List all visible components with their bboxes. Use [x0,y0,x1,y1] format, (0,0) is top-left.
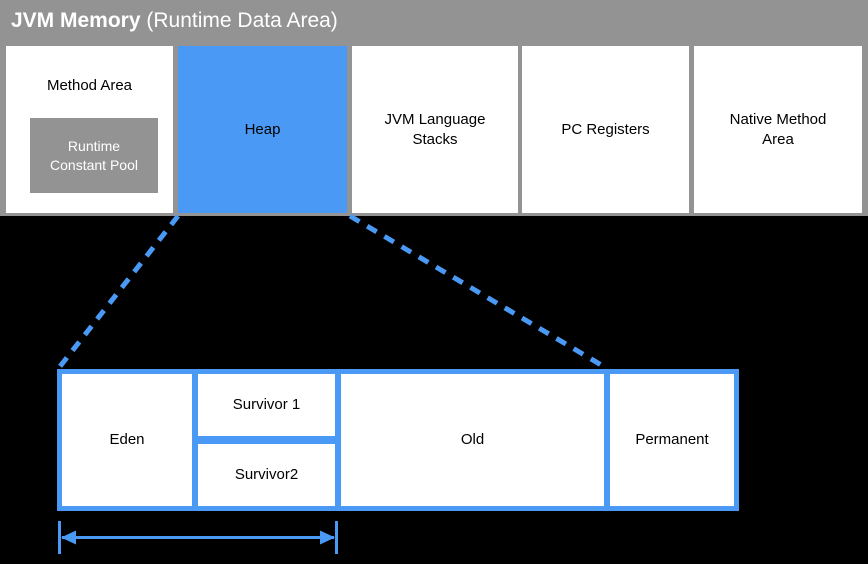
region-jvm-language-stacks-label-wrap: JVM Language Stacks [352,46,518,213]
region-jvm-language-stacks[interactable]: JVM Language Stacks [352,46,518,213]
region-native-method-area-label: Native Method Area [694,110,862,150]
region-pc-registers-label-wrap: PC Registers [522,46,689,213]
heap-generation-eden-label: Eden [109,431,145,448]
runtime-constant-pool-line1: Runtime [67,137,121,154]
heap-generation-permanent[interactable]: Permanent [610,374,734,506]
heap-generation-old-label: Old [460,431,485,448]
heap-generation-survivor2[interactable]: Survivor2 [198,444,335,506]
young-generation-dimension-arrow [58,521,338,554]
region-native-method-area-line2: Area [762,130,794,148]
region-method-area[interactable]: Method Area Runtime Constant Pool [6,46,173,213]
panel-title-bold: JVM Memory [11,9,141,32]
region-heap-label-wrap: Heap [178,46,347,213]
region-heap[interactable]: Heap [178,46,347,213]
jvm-memory-panel: JVM Memory (Runtime Data Area) Method Ar… [0,0,868,216]
heap-generation-permanent-label: Permanent [635,431,709,448]
runtime-constant-pool-label: Runtime Constant Pool [50,137,138,175]
region-jvm-language-stacks-line2: Stacks [412,130,458,148]
connector-line-right [348,213,610,372]
heap-generation-old[interactable]: Old [341,374,604,506]
panel-title-regular: (Runtime Data Area) [140,9,338,32]
dimension-arrowhead-right [320,530,335,545]
heap-generation-survivor2-label: Survivor2 [234,466,299,483]
region-jvm-language-stacks-line1: JVM Language [384,110,486,128]
region-native-method-area-label-wrap: Native Method Area [694,46,862,213]
heap-detail-box: Eden Survivor 1 Survivor2 Old Permanent [57,369,739,511]
region-native-method-area-line1: Native Method [729,110,827,128]
runtime-constant-pool-box[interactable]: Runtime Constant Pool [30,118,158,193]
heap-generation-eden[interactable]: Eden [62,374,192,506]
panel-title: JVM Memory (Runtime Data Area) [11,7,338,35]
region-jvm-language-stacks-label: JVM Language Stacks [352,110,518,150]
region-pc-registers-label: PC Registers [561,120,650,138]
region-pc-registers[interactable]: PC Registers [522,46,689,213]
heap-generation-survivor1[interactable]: Survivor 1 [198,374,335,436]
region-method-area-label: Method Area [46,77,133,94]
region-native-method-area[interactable]: Native Method Area [694,46,862,213]
runtime-constant-pool-line2: Constant Pool [50,156,138,173]
dimension-arrowhead-left [61,530,76,545]
region-heap-label: Heap [244,120,281,138]
heap-generation-survivor1-label: Survivor 1 [232,396,301,413]
connector-line-left [56,214,180,371]
